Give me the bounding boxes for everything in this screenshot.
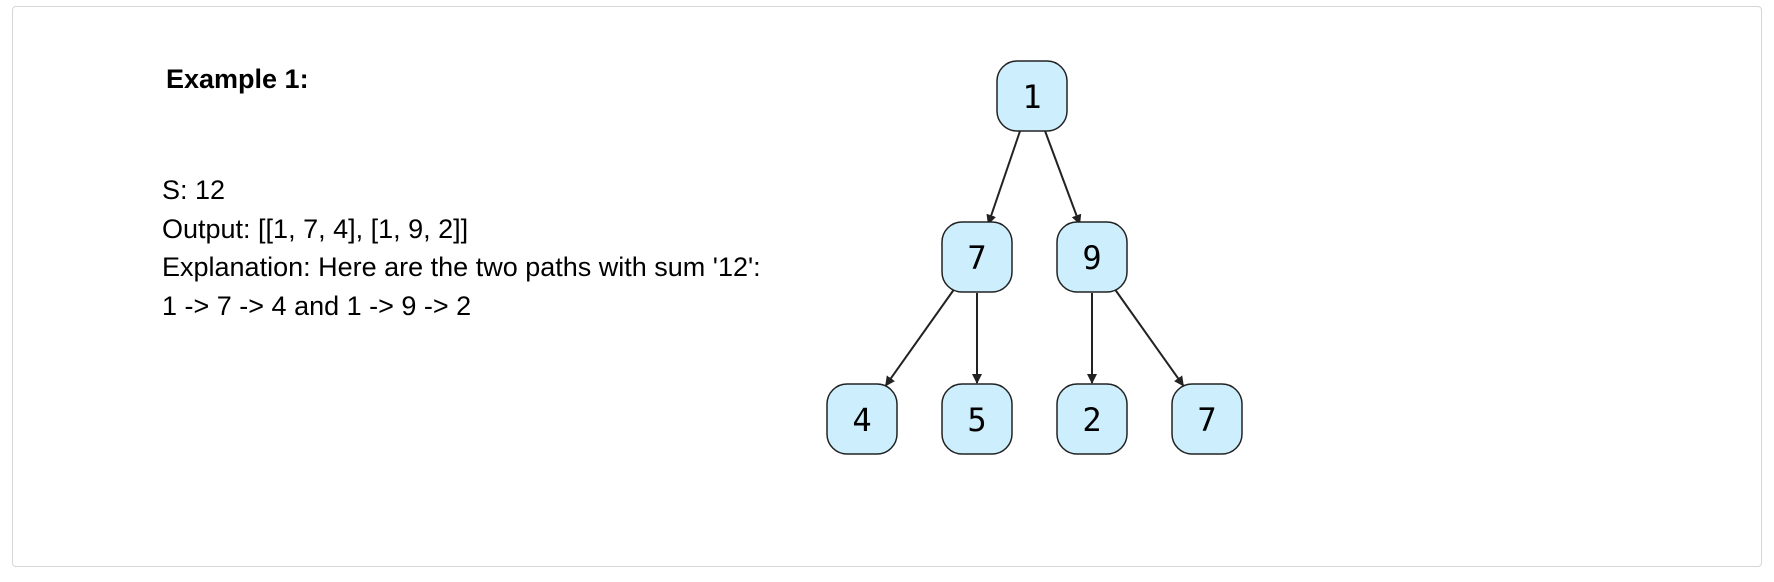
sum-line: S: 12 <box>162 175 226 205</box>
example-title: Example 1: <box>166 64 309 94</box>
node-label: 9 <box>1082 239 1101 277</box>
tree-node-right-left: 2 <box>1056 383 1128 455</box>
tree-edges <box>884 128 1185 387</box>
edge-root-to-left <box>986 128 1022 225</box>
node-box <box>1056 221 1128 293</box>
node-label: 2 <box>1082 401 1101 439</box>
node-label: 7 <box>967 239 986 277</box>
node-label: 4 <box>852 401 871 439</box>
edge-left-to-left-left <box>884 289 955 387</box>
node-box <box>941 221 1013 293</box>
output-line: Output: [[1, 7, 4], [1, 9, 2]] <box>162 213 469 244</box>
tree-node-right: 9 <box>1056 221 1128 293</box>
node-label: 5 <box>967 401 986 439</box>
tree-node-left: 7 <box>941 221 1013 293</box>
tree-node-left-right: 5 <box>941 383 1013 455</box>
edge-right-to-right-right <box>1114 289 1185 387</box>
explanation-line: Explanation: Here are the two paths with… <box>162 252 761 282</box>
node-box <box>826 383 898 455</box>
edge-root-to-right <box>1043 128 1082 225</box>
paths-line: 1 -> 7 -> 4 and 1 -> 9 -> 2 <box>162 290 472 321</box>
node-box <box>996 60 1068 132</box>
example-card <box>12 6 1762 567</box>
node-box <box>1171 383 1243 455</box>
tree-node-root: 1 <box>996 60 1068 132</box>
tree-node-right-right: 7 <box>1171 383 1243 455</box>
tree-node-left-left: 4 <box>826 383 898 455</box>
node-label: 1 <box>1022 78 1041 116</box>
node-box <box>941 383 1013 455</box>
node-box <box>1056 383 1128 455</box>
node-label: 7 <box>1197 401 1216 439</box>
example-description: S: 12 Output: [[1, 7, 4], [1, 9, 2]] Exp… <box>162 171 761 325</box>
tree-nodes: 1 7 9 4 5 2 7 <box>826 60 1243 455</box>
